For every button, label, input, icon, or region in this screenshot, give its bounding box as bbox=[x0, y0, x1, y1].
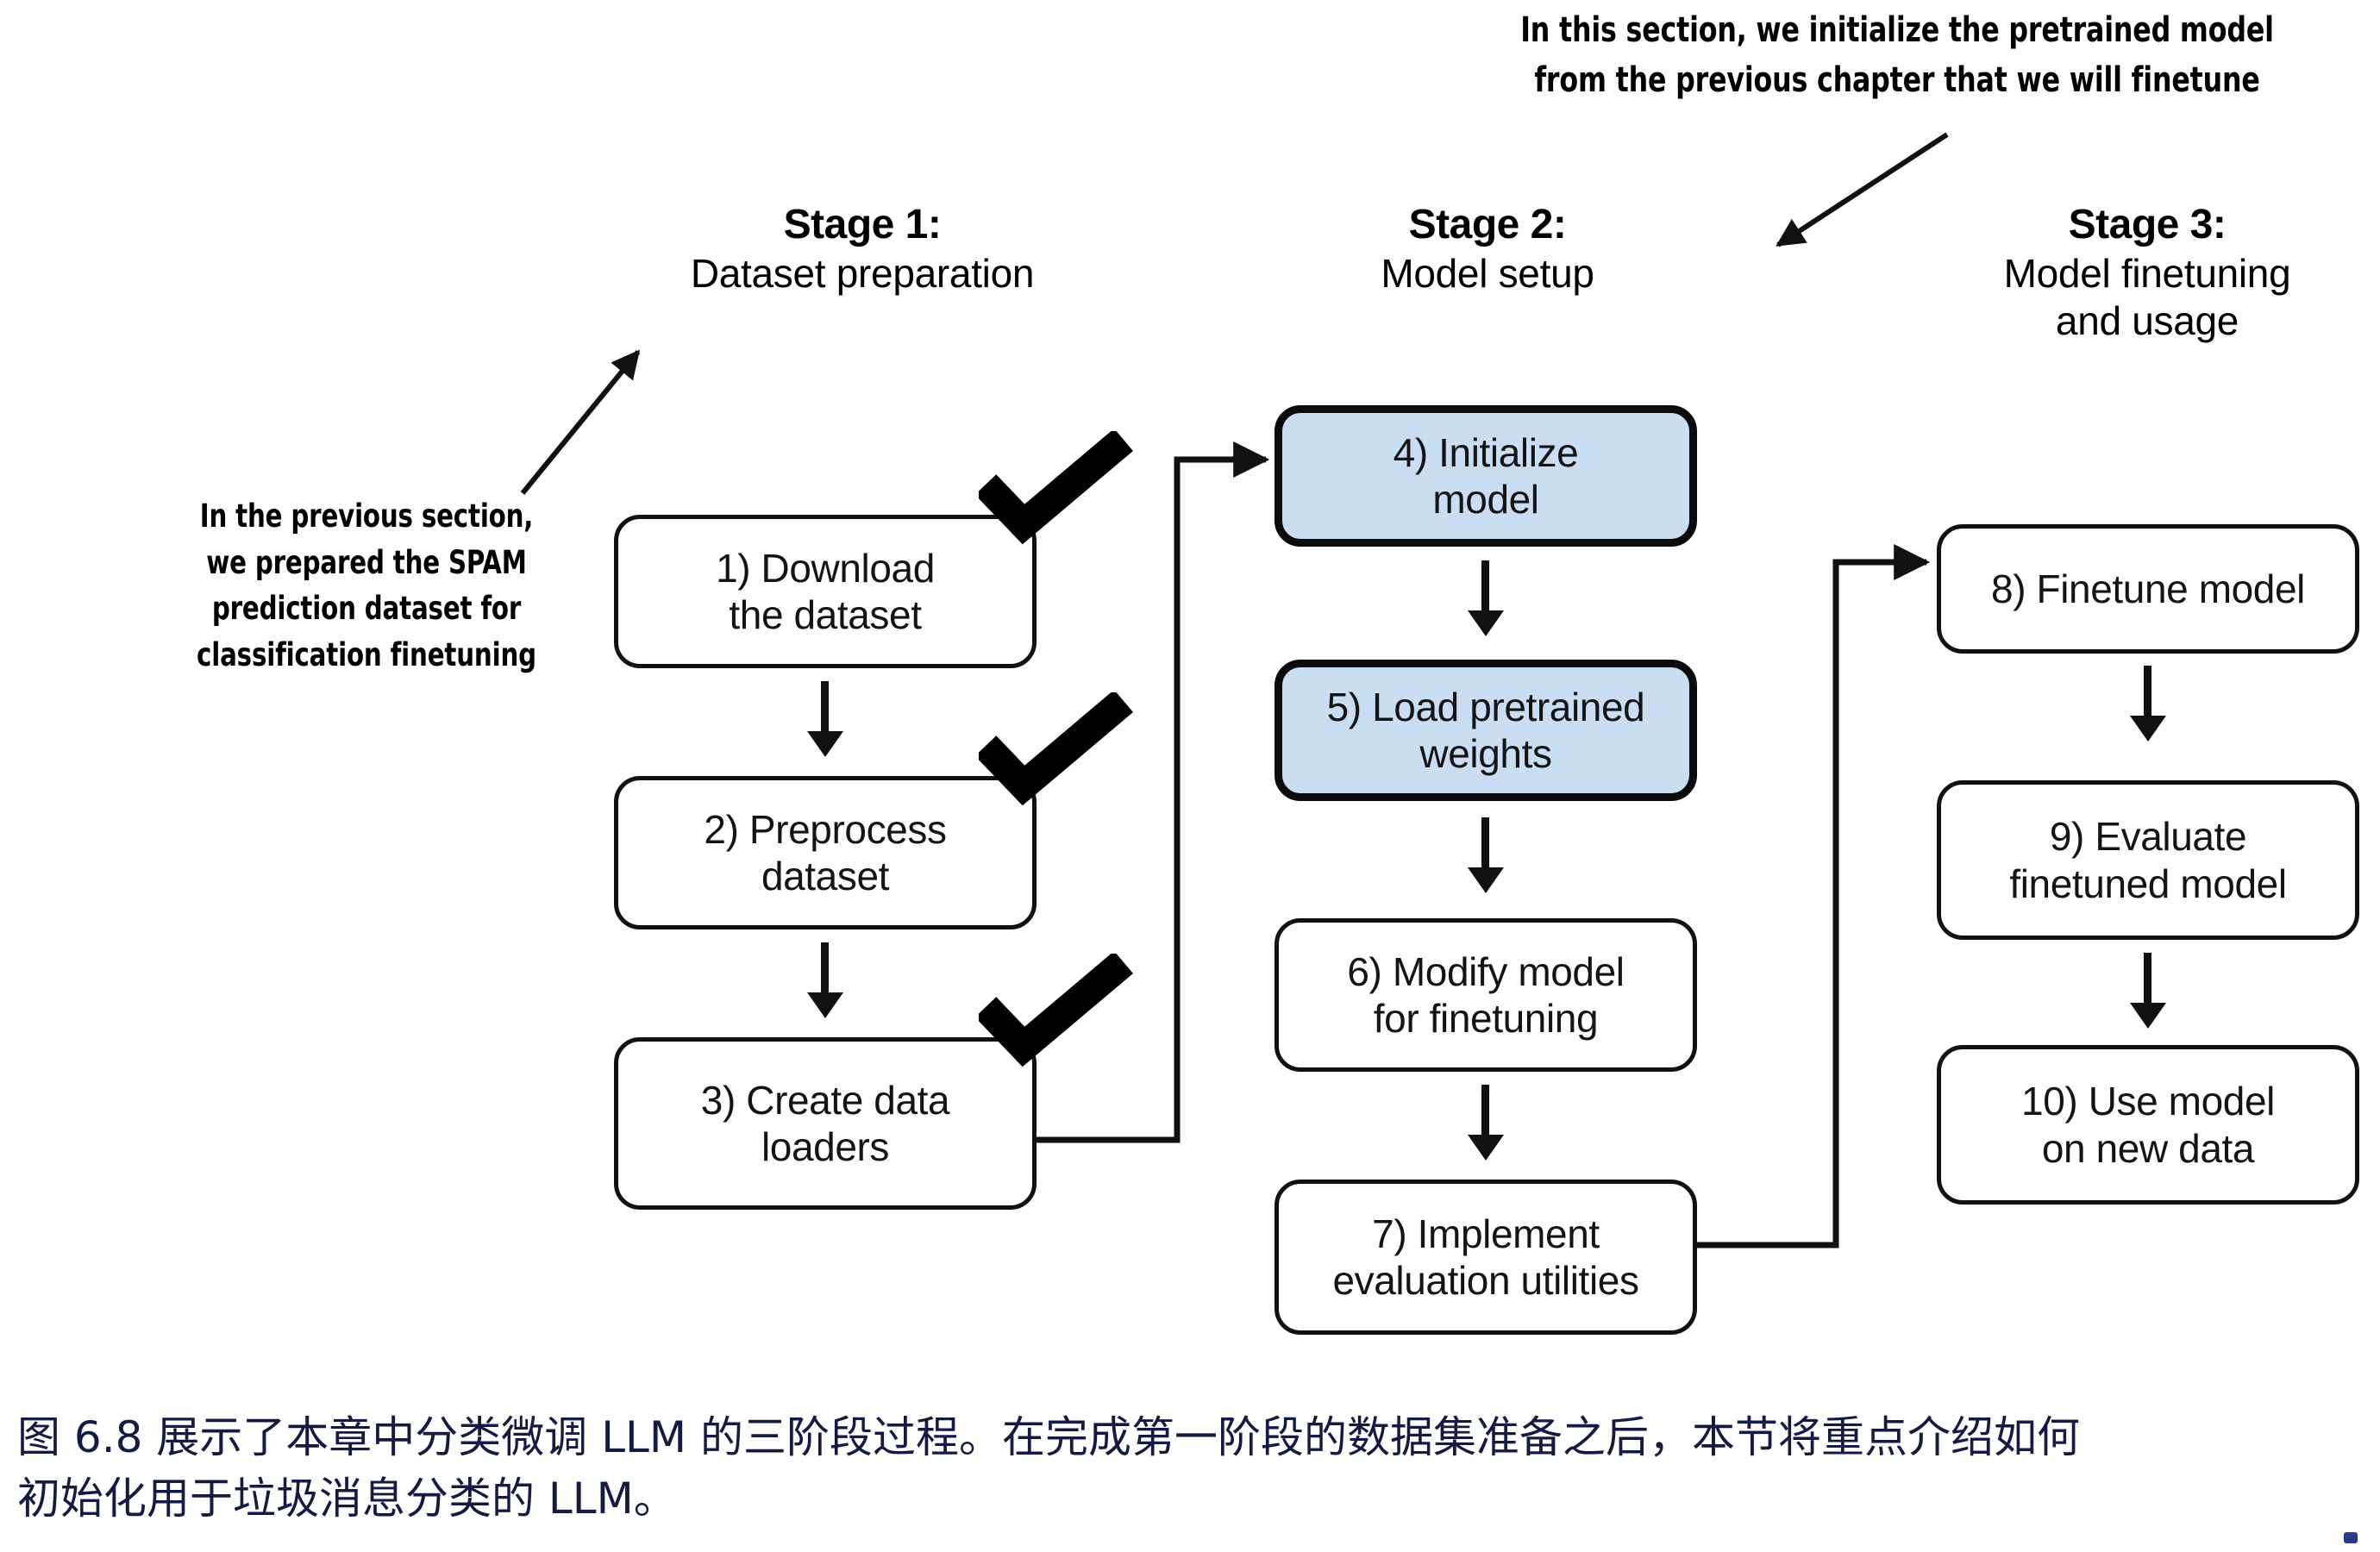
connector-step3-to-step4 bbox=[1035, 441, 1270, 1143]
annotation-left-line-2: we prepared the SPAM bbox=[206, 543, 527, 581]
stage-3-subtitle-line-2: and usage bbox=[2055, 297, 2239, 343]
step-box-6[interactable]: 6) Modify model for finetuning bbox=[1275, 918, 1697, 1072]
annotation-left-pointer-arrow bbox=[520, 349, 641, 495]
annotation-top-line-1: In this section, we initialize the pretr… bbox=[1520, 10, 2274, 50]
step-box-10-label: 10) Use model on new data bbox=[2021, 1078, 2275, 1172]
arrow-step6-to-step7-head bbox=[1468, 1135, 1504, 1161]
arrow-step4-to-step5-head bbox=[1468, 610, 1504, 636]
step-box-8-line-1: 8) Finetune model bbox=[1991, 566, 2305, 611]
stage-1-heading: Stage 1: Dataset preparation bbox=[535, 200, 1190, 297]
step-box-6-line-2: for finetuning bbox=[1373, 996, 1599, 1041]
step-box-3-label: 3) Create data loaders bbox=[700, 1077, 950, 1171]
checkmark-icon-1 bbox=[979, 431, 1133, 545]
arrow-step1-to-step2-head bbox=[807, 731, 843, 757]
figure-caption: 图 6.8 展示了本章中分类微调 LLM 的三阶段过程。在完成第一阶段的数据集准… bbox=[17, 1407, 2363, 1530]
step-box-1[interactable]: 1) Download the dataset bbox=[614, 515, 1037, 668]
figure-caption-line-1: 图 6.8 展示了本章中分类微调 LLM 的三阶段过程。在完成第一阶段的数据集准… bbox=[17, 1412, 2080, 1462]
annotation-top: In this section, we initialize the pretr… bbox=[1472, 5, 2322, 105]
annotation-left: In the previous section, we prepared the… bbox=[135, 493, 598, 679]
step-box-1-line-2: the dataset bbox=[729, 592, 922, 637]
step-box-9-line-2: finetuned model bbox=[2009, 860, 2287, 906]
annotation-top-line-2: from the previous chapter that we will f… bbox=[1534, 60, 2260, 100]
arrow-step1-to-step2-shaft bbox=[821, 681, 829, 735]
step-box-2-line-1: 2) Preprocess bbox=[704, 806, 947, 852]
annotation-left-line-3: prediction dataset for bbox=[211, 590, 522, 628]
step-box-5-line-2: weights bbox=[1419, 731, 1552, 776]
step-box-7-label: 7) Implement evaluation utilities bbox=[1332, 1211, 1639, 1305]
step-box-6-line-1: 6) Modify model bbox=[1347, 948, 1625, 994]
stage-3-heading: Stage 3: Model finetuning and usage bbox=[1888, 200, 2380, 345]
connector-step7-to-step8 bbox=[1695, 544, 1931, 1248]
step-box-4-label: 4) Initialize model bbox=[1394, 429, 1579, 523]
arrow-step4-to-step5-shaft bbox=[1481, 560, 1489, 614]
stage-1-title: Stage 1: bbox=[783, 202, 942, 247]
step-box-5[interactable]: 5) Load pretrained weights bbox=[1275, 660, 1697, 801]
step-box-10-line-2: on new data bbox=[2041, 1125, 2255, 1171]
stage-1-subtitle: Dataset preparation bbox=[690, 250, 1035, 296]
step-box-3[interactable]: 3) Create data loaders bbox=[614, 1037, 1037, 1210]
step-box-10[interactable]: 10) Use model on new data bbox=[1937, 1045, 2359, 1205]
step-box-9-label: 9) Evaluate finetuned model bbox=[2009, 813, 2287, 907]
step-box-1-line-1: 1) Download bbox=[716, 545, 935, 591]
checkmark-icon-2 bbox=[979, 692, 1133, 806]
arrow-step5-to-step6-shaft bbox=[1481, 817, 1489, 871]
stage-2-subtitle: Model setup bbox=[1381, 250, 1594, 296]
step-box-6-label: 6) Modify model for finetuning bbox=[1347, 948, 1625, 1042]
step-box-8-label: 8) Finetune model bbox=[1991, 566, 2305, 612]
checkmark-icon-3 bbox=[979, 954, 1133, 1067]
annotation-top-pointer-arrow bbox=[1776, 132, 1949, 247]
arrow-step9-to-step10-head bbox=[2130, 1003, 2166, 1029]
arrow-step5-to-step6-head bbox=[1468, 867, 1504, 893]
figure-caption-line-2: 初始化用于垃圾消息分类的 LLM。 bbox=[17, 1474, 677, 1524]
stage-2-heading: Stage 2: Model setup bbox=[1233, 200, 1742, 297]
arrow-step9-to-step10-shaft bbox=[2144, 953, 2151, 1006]
step-box-9-line-1: 9) Evaluate bbox=[2049, 814, 2247, 860]
stage-2-title: Stage 2: bbox=[1408, 202, 1567, 247]
stage-3-subtitle-line-1: Model finetuning bbox=[2003, 250, 2291, 296]
annotation-left-line-4: classification finetuning bbox=[197, 635, 536, 673]
step-box-1-label: 1) Download the dataset bbox=[716, 545, 935, 639]
step-box-9[interactable]: 9) Evaluate finetuned model bbox=[1937, 780, 2359, 940]
arrow-step2-to-step3-head bbox=[807, 992, 843, 1018]
arrow-step8-to-step9-head bbox=[2130, 716, 2166, 742]
step-box-2-label: 2) Preprocess dataset bbox=[704, 806, 947, 900]
stage-3-title: Stage 3: bbox=[2068, 202, 2227, 247]
step-box-4-line-2: model bbox=[1432, 477, 1539, 522]
step-box-3-line-1: 3) Create data bbox=[700, 1077, 950, 1123]
arrow-step2-to-step3-shaft bbox=[821, 942, 829, 996]
step-box-5-label: 5) Load pretrained weights bbox=[1327, 684, 1645, 778]
step-box-10-line-1: 10) Use model bbox=[2021, 1079, 2275, 1124]
page-corner-dot bbox=[2344, 1532, 2358, 1543]
step-box-7-line-2: evaluation utilities bbox=[1332, 1258, 1639, 1303]
step-box-2[interactable]: 2) Preprocess dataset bbox=[614, 776, 1037, 929]
step-box-7[interactable]: 7) Implement evaluation utilities bbox=[1275, 1180, 1697, 1335]
step-box-4-line-1: 4) Initialize bbox=[1393, 429, 1579, 475]
step-box-7-line-1: 7) Implement bbox=[1372, 1211, 1600, 1256]
arrow-step6-to-step7-shaft bbox=[1481, 1085, 1489, 1138]
arrow-step8-to-step9-shaft bbox=[2144, 666, 2151, 719]
step-box-5-line-1: 5) Load pretrained bbox=[1326, 684, 1645, 729]
annotation-left-line-1: In the previous section, bbox=[199, 498, 534, 535]
step-box-3-line-2: loaders bbox=[761, 1124, 890, 1169]
step-box-8[interactable]: 8) Finetune model bbox=[1937, 524, 2359, 654]
step-box-2-line-2: dataset bbox=[761, 854, 890, 898]
step-box-4[interactable]: 4) Initialize model bbox=[1275, 405, 1697, 547]
